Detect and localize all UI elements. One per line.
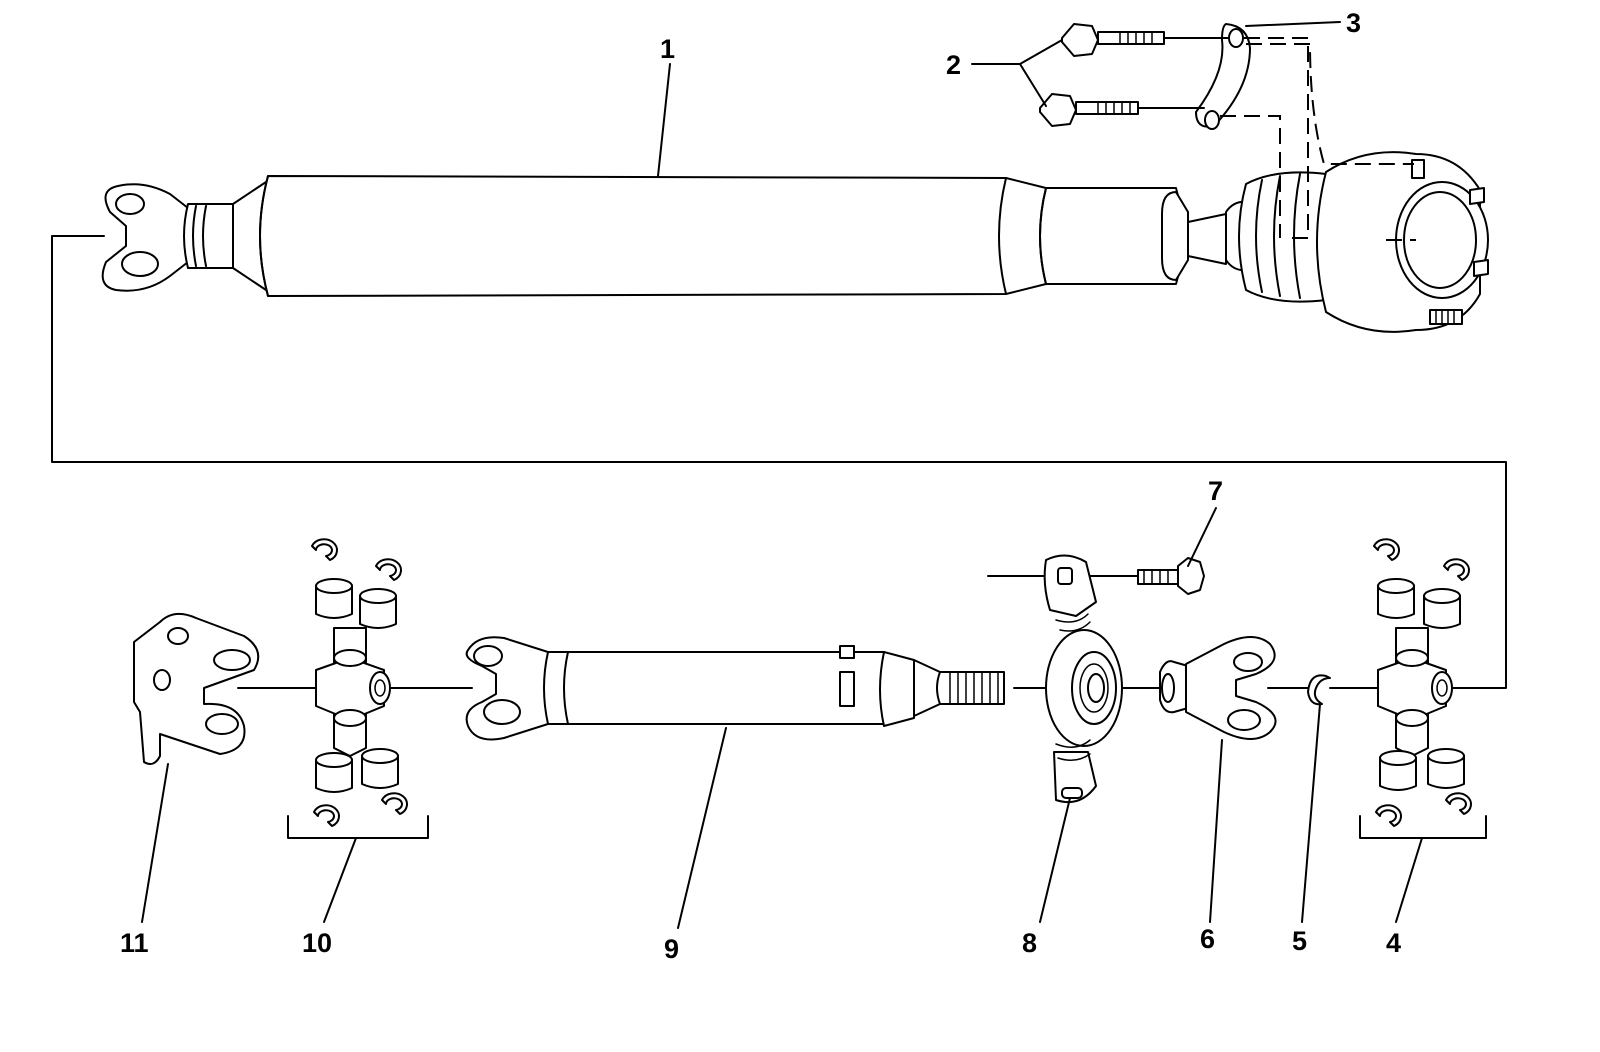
center-bearing-bolt <box>1137 557 1205 595</box>
callout-6: 6 <box>1200 924 1215 954</box>
flange-yoke <box>133 612 260 765</box>
connection-line <box>51 235 1507 689</box>
callout-4: 4 <box>1386 928 1401 958</box>
callout-11: 11 <box>120 928 149 958</box>
callout-2: 2 <box>946 50 961 80</box>
slip-yoke <box>1159 636 1277 740</box>
center-support-bearing <box>1043 554 1123 804</box>
callout-7: 7 <box>1208 476 1223 506</box>
bolt-retainer <box>1195 23 1251 130</box>
front-propeller-shaft <box>465 636 1005 741</box>
callout-8: 8 <box>1022 928 1037 958</box>
callout-5: 5 <box>1292 926 1307 956</box>
leader-lines <box>141 21 1423 929</box>
callout-9: 9 <box>664 934 679 964</box>
snap-ring <box>1307 674 1331 706</box>
callout-3: 3 <box>1346 8 1361 38</box>
universal-joint-kit-front <box>287 538 429 839</box>
flange-stud <box>1411 159 1489 325</box>
flange-bolt <box>1061 23 1165 57</box>
rear-propeller-shaft-assembly <box>101 151 1489 333</box>
callout-1: 1 <box>660 34 675 64</box>
flange-bolt-lower <box>1039 93 1139 127</box>
callout-10: 10 <box>302 928 332 958</box>
